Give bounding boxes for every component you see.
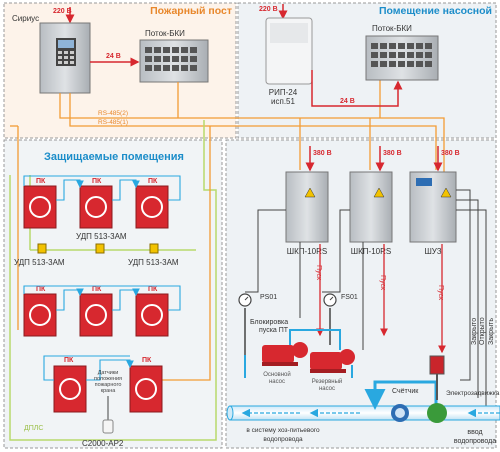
rip-24v-label: 24 В [340,98,355,105]
shkp1-label: ШКП-10RS [287,247,327,256]
protected-title: Защищаемые помещения [44,151,184,163]
pk-label: ПК [36,178,46,185]
udp-label-right: УДП 513-3АМ [128,258,179,267]
shuz-cabinet: ШУЗ [409,171,457,256]
main-pump: Основной насос [262,342,308,385]
fire-post-title: Пожарный пост [150,5,232,17]
close-label: Закрыть [488,318,495,345]
sensor-links [23,175,181,381]
fire-cabinet: ПК [53,357,87,413]
udp-devices [37,243,159,254]
v380-label-3: 380 В [441,150,460,157]
s2000-ar2-device: С2000-АР2 [82,396,124,448]
pk-label: ПК [148,286,158,293]
rip-220v-label: 220 В [259,6,278,13]
fire-cabinet: ПК [79,178,113,229]
sirius-panel: Сириус [12,14,91,94]
sirius-24v-label: 24 В [106,53,121,60]
input-label-2: водопровода [454,438,496,445]
fire-cabinet: ПК [23,178,57,229]
sensor-label-3: пожарного [95,382,122,388]
reserve-pump: Резервный насос [310,349,355,392]
shkp-cabinet-1: ШКП-10RS [285,171,329,256]
rip-24-device: РИП-24 исп.51 [265,17,313,106]
fire-cabinets: ПК ПК ПК ПК ПК ПК [23,178,169,413]
udp-label-mid: УДП 513-3АМ [76,232,127,241]
reserve-pump-label-2: насос [319,386,335,392]
to-system-label-1: в систему хоз-питьевого [246,427,320,434]
shuz-label: ШУЗ [424,247,441,256]
shkp2-label: ШКП-10RS [351,247,391,256]
ps01-label: PS01 [260,294,277,301]
pk-label: ПК [92,286,102,293]
v380-label-1: 380 В [313,150,332,157]
sirius-220v-label: 220 В [53,8,72,15]
fire-cabinet: ПК [23,286,57,337]
orange-bus-rooms [10,125,211,381]
rs485-2-label: RS-485(2) [98,110,128,117]
rip-label-2: исп.51 [271,97,295,106]
main-pump-label-2: насос [269,379,285,385]
fs01-label: FS01 [341,294,358,301]
sensor-label-4: крана [101,388,117,394]
main-pump-label-1: Основной [263,371,291,378]
to-system-label-2: водопровода [263,436,303,443]
v380-label-2: 380 В [383,150,402,157]
v380-feeds [305,146,443,172]
start-label-1: Пуск [315,265,322,281]
pk-label: ПК [36,286,46,293]
sensor-label-1: Датчики [98,370,119,376]
start-label-3: Пуск [437,285,444,301]
main-pipe [226,405,500,421]
dpls-label: ДПЛС [24,425,43,432]
pk-label: ПК [142,357,152,364]
pk-label: ПК [92,178,102,185]
shkp-cabinet-2: ШКП-10RS [349,171,393,256]
rs485-bus [59,80,445,205]
potok-bki-left: Поток-БКИ [139,29,209,83]
fire-cabinet: ПК [135,178,169,229]
closed-label: Закрыто [471,318,478,345]
reserve-pump-label-1: Резервный [312,378,342,385]
fire-cabinet: ПК [79,286,113,337]
fs01-gauge: FS01 [323,293,358,345]
block-label-1: Блокировка [250,319,288,326]
meter-label: Счётчик [392,388,419,395]
valve-label: Электрозадвижка [446,390,500,397]
start-label-2: Пуск [379,275,386,291]
pk-label: ПК [64,357,74,364]
sensor-label-2: положения [94,376,122,382]
open-label: Открыто [479,317,486,345]
input-label-1: ввод [467,429,482,436]
pump-room-title: Помещение насосной [379,5,492,17]
water-meter: Счётчик [391,388,419,422]
start-arrows [316,244,446,354]
rs485-1-label: RS-485(1) [98,119,128,126]
fire-cabinet: ПК [129,357,163,413]
udp-label-left: УДП 513-3АМ [14,258,65,267]
electric-valve: Электрозадвижка [427,355,500,423]
potok-right-label: Поток-БКИ [372,24,412,33]
fire-cabinet: ПК [135,286,169,337]
rip-label-1: РИП-24 [269,88,298,97]
potok-left-label: Поток-БКИ [145,29,185,38]
block-label-2: пуска ПТ [259,327,289,334]
pk-label: ПК [148,178,158,185]
s2000-label: С2000-АР2 [82,439,124,448]
potok-bki-right: Поток-БКИ [365,24,439,81]
sirius-label: Сириус [12,14,39,23]
